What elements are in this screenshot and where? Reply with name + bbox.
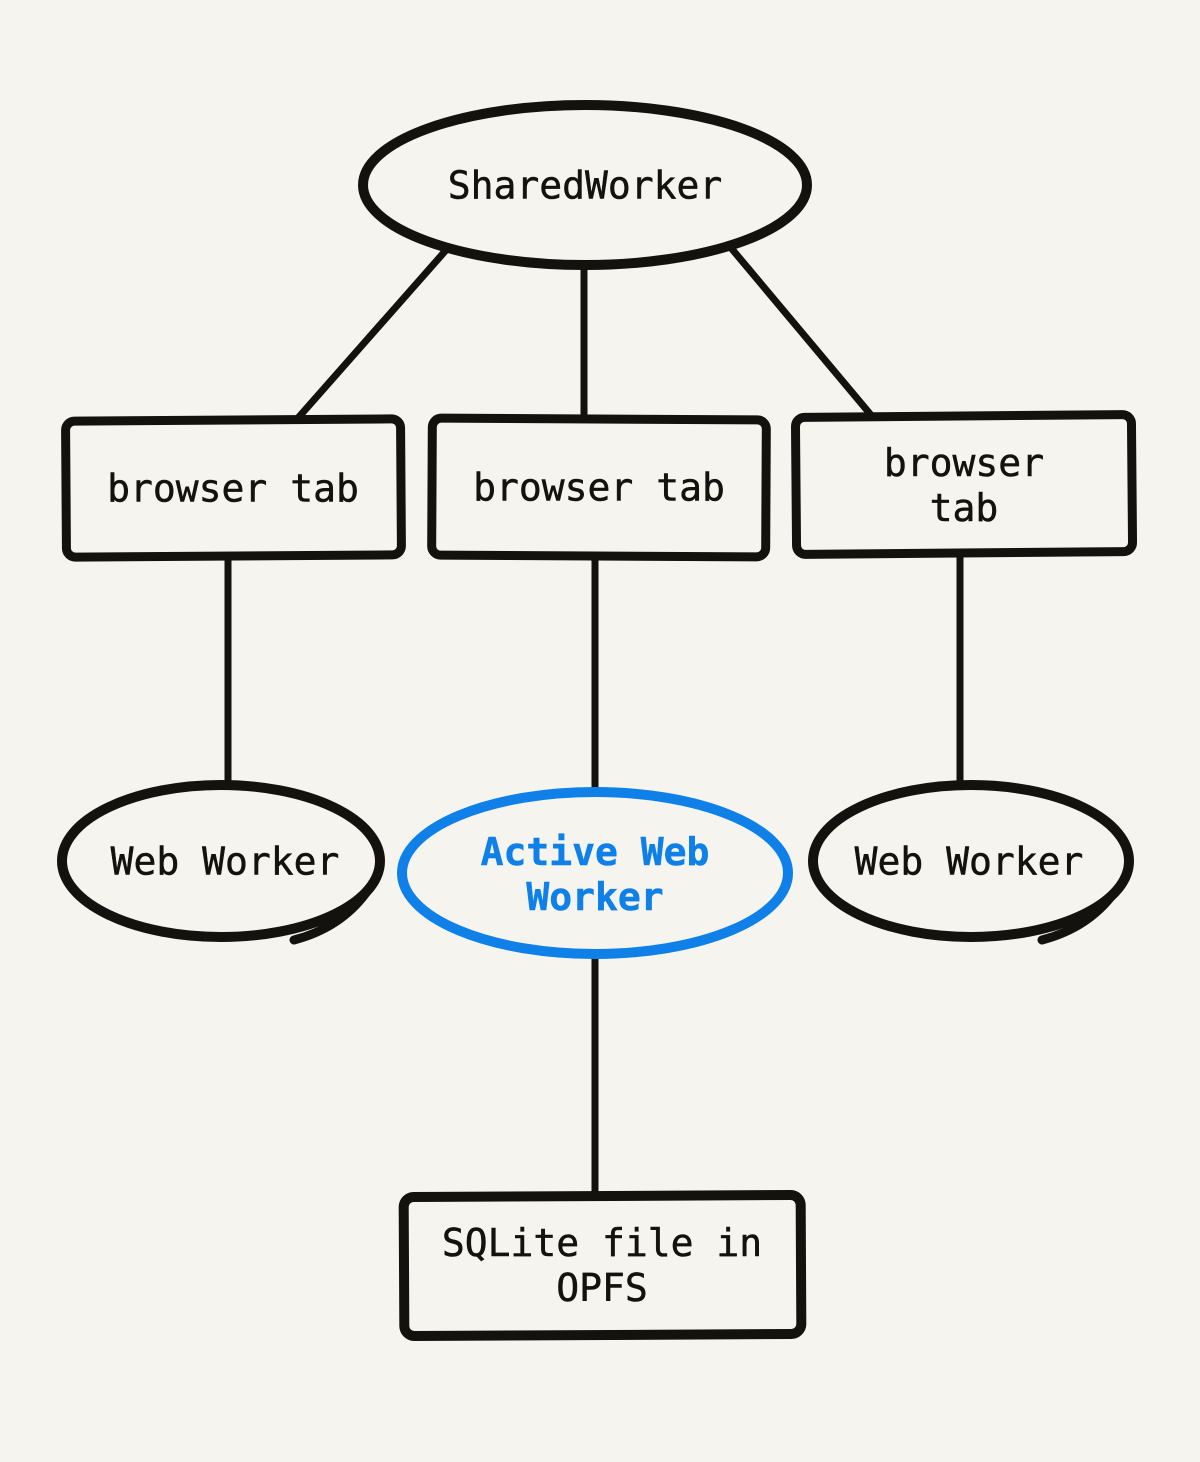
node-label-tab-left: browser tab [107,466,359,511]
node-shape-sqlite [398,1190,807,1341]
node-shape-worker-left [57,780,385,942]
node-shape-worker-right-pen-tail [1037,888,1119,945]
node-label-shared-worker: SharedWorker [447,163,723,208]
node-shape-tab-right [790,410,1138,559]
node-shape-tab-center [427,413,771,562]
node-shape-worker-left-pen-tail [289,888,371,945]
node-label-sqlite: SQLite file in OPFS [441,1221,763,1310]
node-label-worker-active: Active Web Worker [480,830,710,919]
node-shape-worker-right [808,780,1134,942]
node-label-worker-left: Web Worker [110,839,340,884]
node-shape-worker-active [397,787,793,959]
node-label-tab-center: browser tab [473,465,725,510]
node-shape-tab-left [61,414,406,562]
node-label-tab-right: browser tab [883,441,1045,530]
node-label-worker-right: Web Worker [854,839,1084,884]
node-shape-shared-worker [358,100,812,270]
